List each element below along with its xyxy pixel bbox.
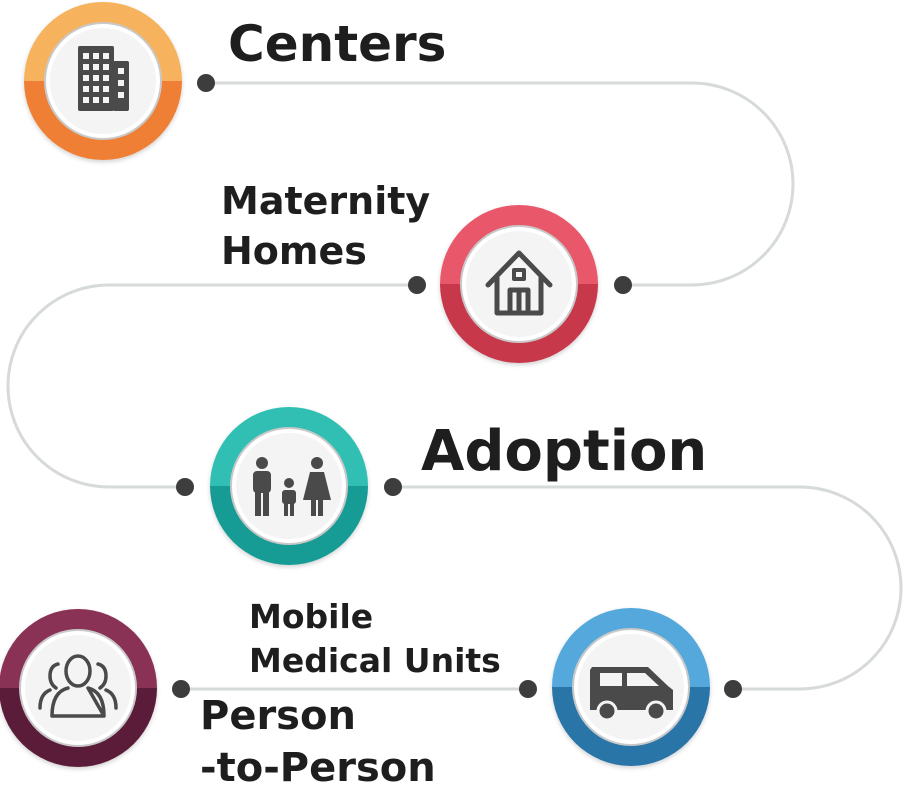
people-icon	[38, 654, 118, 718]
node-person-to-person	[0, 609, 157, 767]
connector-dot	[519, 680, 537, 698]
connector-dot	[172, 680, 190, 698]
connector-dot	[384, 478, 402, 496]
node-inner-fill	[25, 635, 131, 741]
node-label-adoption: Adoption	[421, 419, 707, 485]
van-icon	[590, 667, 673, 722]
node-adoption	[210, 407, 368, 565]
node-label-person-to-person: Person -to-Person	[200, 690, 436, 794]
node-maternity-homes	[440, 205, 598, 363]
node-mobile-medical-units	[552, 608, 710, 766]
family-icon	[253, 457, 331, 516]
house-icon	[485, 250, 553, 316]
label-line: Centers	[228, 15, 447, 73]
node-label-maternity-homes: Maternity Homes	[221, 176, 430, 276]
connector-dot	[176, 478, 194, 496]
label-line: Person	[200, 693, 356, 739]
label-line: Maternity	[221, 179, 431, 223]
connector-dot	[614, 276, 632, 294]
node-centers	[24, 2, 182, 160]
connector-dot	[724, 680, 742, 698]
connector-dot	[408, 276, 426, 294]
label-line: Medical Units	[249, 641, 501, 680]
node-label-centers: Centers	[228, 14, 446, 74]
node-inner-fill	[466, 231, 572, 337]
node-label-mobile-medical-units: Mobile Medical Units	[249, 595, 501, 683]
connector-path	[6, 81, 903, 691]
connector-dot	[197, 74, 215, 92]
building-icon	[78, 46, 129, 111]
connector-dots	[172, 74, 742, 698]
label-line: Mobile	[249, 597, 374, 636]
label-line: Homes	[221, 229, 367, 273]
label-line: Adoption	[421, 419, 708, 484]
label-line: -to-Person	[200, 745, 436, 791]
